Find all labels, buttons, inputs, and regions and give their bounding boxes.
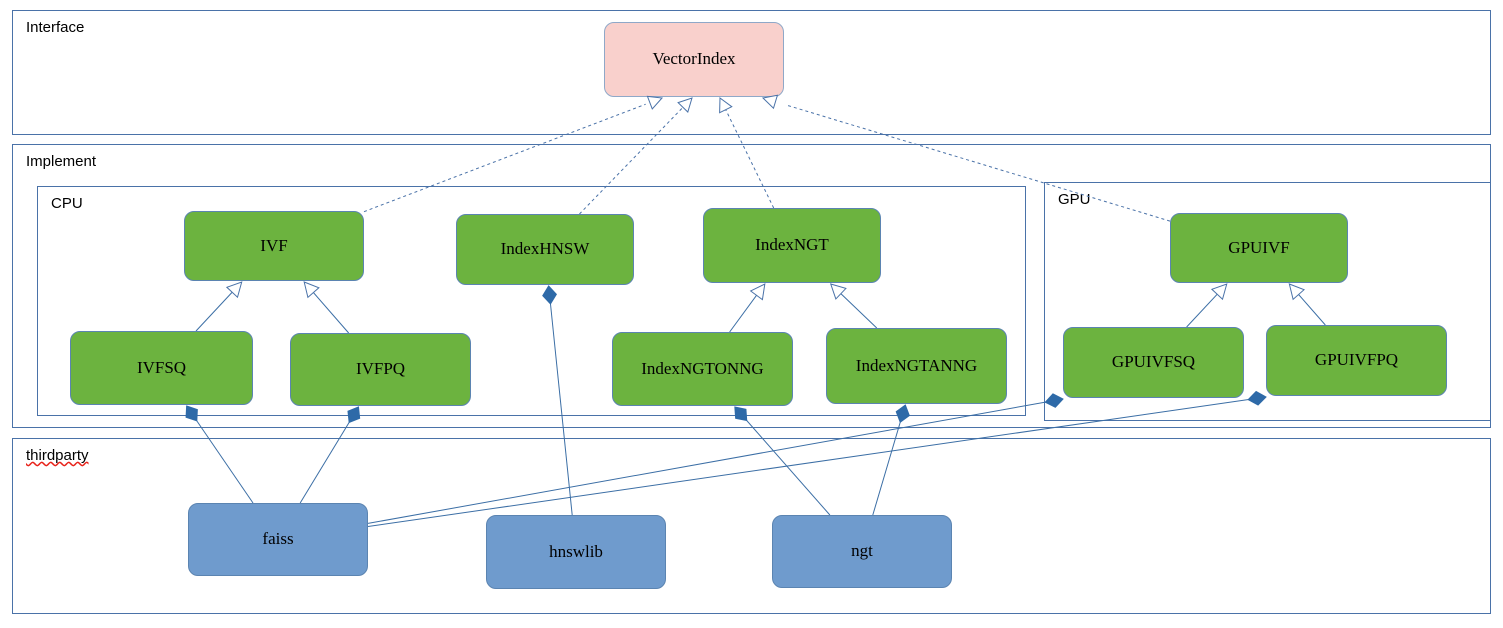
container-label-cpu: CPU (51, 195, 83, 212)
node-gpuivfsq[interactable]: GPUIVFSQ (1063, 327, 1244, 398)
node-gpuivf[interactable]: GPUIVF (1170, 213, 1348, 283)
container-label-thirdparty: thirdparty (26, 447, 89, 464)
node-ivfsq[interactable]: IVFSQ (70, 331, 253, 405)
node-label-indexngtonng: IndexNGTONNG (641, 358, 764, 378)
node-ngt[interactable]: ngt (772, 515, 952, 588)
container-label-implement: Implement (26, 153, 97, 170)
node-label-faiss: faiss (262, 529, 294, 549)
node-label-indexngt: IndexNGT (755, 235, 829, 255)
node-label-ivf: IVF (260, 235, 288, 255)
node-ivf[interactable]: IVF (184, 211, 364, 281)
node-label-hnswlib: hnswlib (549, 541, 603, 561)
node-indexhnsw[interactable]: IndexHNSW (456, 214, 634, 285)
node-label-ngt: ngt (851, 541, 873, 561)
container-gpu (1044, 182, 1491, 421)
node-hnswlib[interactable]: hnswlib (486, 515, 666, 589)
node-indexngt[interactable]: IndexNGT (703, 208, 881, 283)
node-label-ivfsq: IVFSQ (136, 357, 187, 377)
container-label-interface: Interface (26, 19, 85, 36)
node-label-gpuivfpq: GPUIVFPQ (1314, 350, 1399, 370)
node-label-vectorindex: VectorIndex (652, 49, 736, 69)
node-indexngtonng[interactable]: IndexNGTONNG (612, 332, 793, 406)
node-label-indexngtanng: IndexNGTANNG (855, 355, 978, 375)
node-label-gpuivf: GPUIVF (1228, 237, 1290, 257)
node-indexngtanng[interactable]: IndexNGTANNG (826, 328, 1007, 404)
node-label-indexhnsw: IndexHNSW (500, 239, 590, 259)
node-gpuivfpq[interactable]: GPUIVFPQ (1266, 325, 1447, 396)
node-label-ivfpq: IVFPQ (355, 359, 406, 379)
container-label-gpu: GPU (1058, 191, 1091, 208)
node-ivfpq[interactable]: IVFPQ (290, 333, 471, 406)
node-label-gpuivfsq: GPUIVFSQ (1111, 352, 1196, 372)
node-vectorindex[interactable]: VectorIndex (604, 22, 784, 97)
node-faiss[interactable]: faiss (188, 503, 368, 576)
